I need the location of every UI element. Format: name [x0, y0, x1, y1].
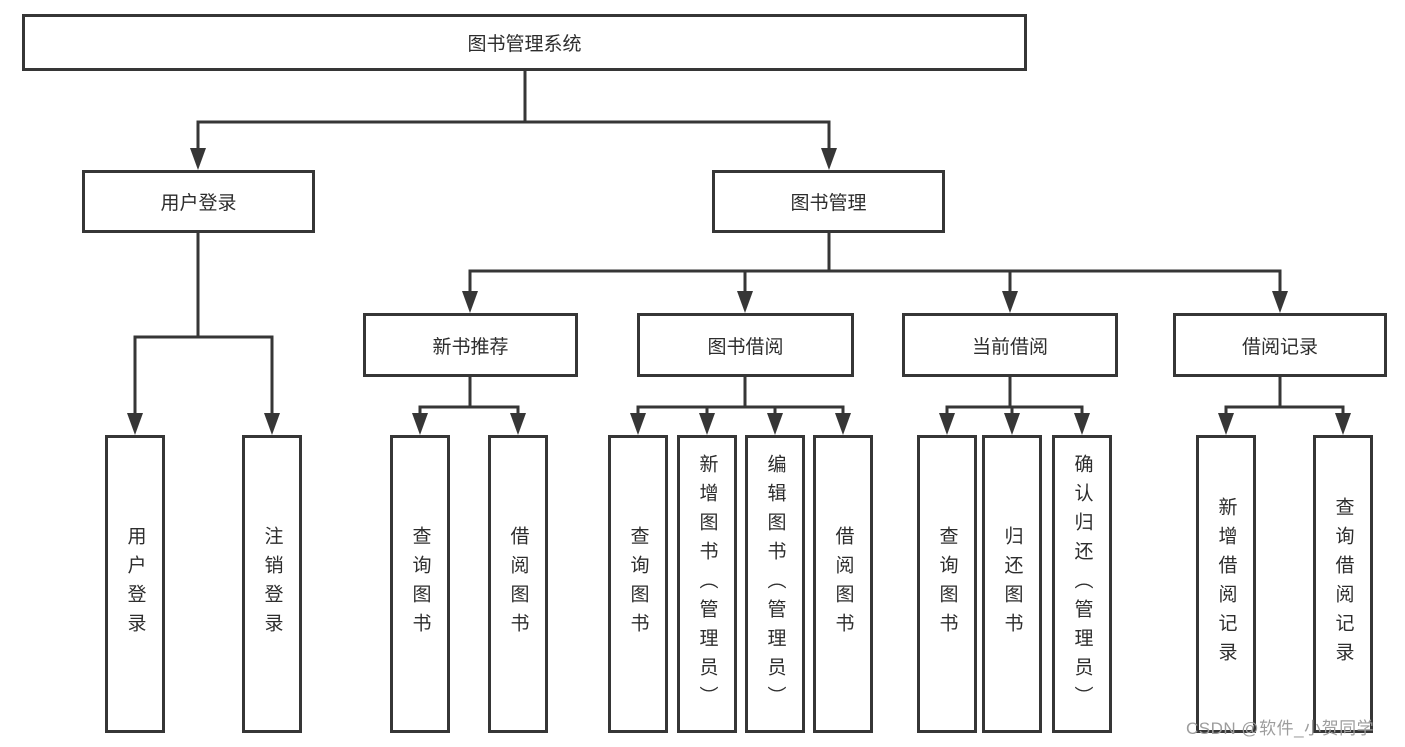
leaf-query-books-recommend: 查询图书 [390, 435, 450, 733]
arrowheads [127, 148, 1351, 435]
leaf-add-borrow-record: 新增借阅记录 [1196, 435, 1256, 733]
leaf-logout: 注销登录 [242, 435, 302, 733]
leaf-borrow-books-recommend: 借阅图书 [488, 435, 548, 733]
node-current-borrowing: 当前借阅 [902, 313, 1118, 377]
node-library-management-system: 图书管理系统 [22, 14, 1027, 71]
leaf-add-books-admin: 新增图书（管理员） [677, 435, 737, 733]
node-new-book-recommendation: 新书推荐 [363, 313, 578, 377]
leaf-confirm-return-admin: 确认归还（管理员） [1052, 435, 1112, 733]
node-user-login: 用户登录 [82, 170, 315, 233]
leaf-query-books-borrowing: 查询图书 [608, 435, 668, 733]
leaf-return-books: 归还图书 [982, 435, 1042, 733]
node-book-borrowing: 图书借阅 [637, 313, 854, 377]
node-borrowing-records: 借阅记录 [1173, 313, 1387, 377]
csdn-watermark: CSDN @软件_小贺同学 [1186, 719, 1375, 738]
leaf-query-borrow-record: 查询借阅记录 [1313, 435, 1373, 733]
leaf-borrow-books: 借阅图书 [813, 435, 873, 733]
leaf-edit-books-admin: 编辑图书（管理员） [745, 435, 805, 733]
node-book-management: 图书管理 [712, 170, 945, 233]
leaf-query-books-current: 查询图书 [917, 435, 977, 733]
leaf-user-login: 用户登录 [105, 435, 165, 733]
